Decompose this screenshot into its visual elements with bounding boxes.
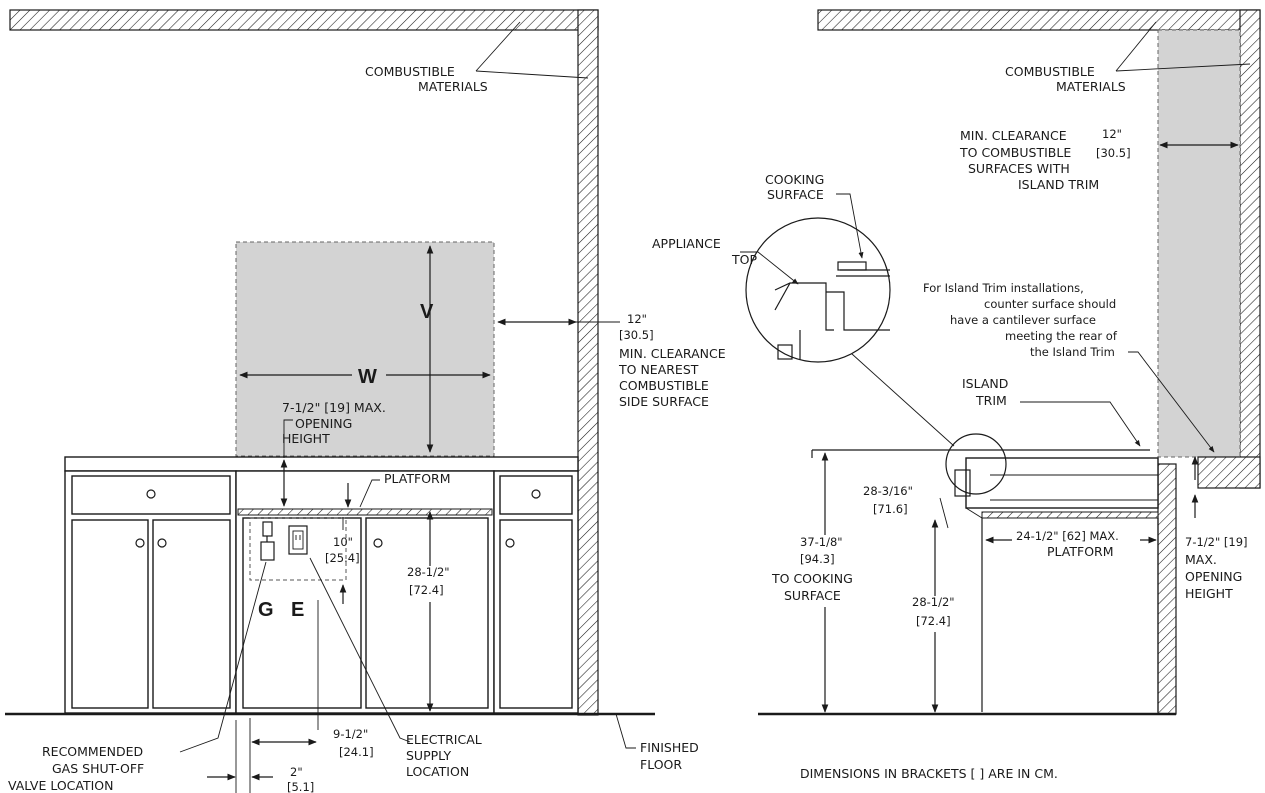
appliance-body	[965, 457, 1159, 509]
ceiling-wall	[9, 9, 599, 31]
side-clearance-line1: MIN. CLEARANCE	[619, 346, 726, 361]
appliance-top-line1: APPLIANCE	[652, 236, 721, 251]
combustible-materials-line2: MATERIALS	[418, 79, 488, 94]
right-twelve-cm: [30.5]	[1096, 146, 1131, 160]
side-view: COOKING SURFACE APPLIANCE TOP COMBUSTIBL…	[652, 9, 1261, 781]
right-clearance-line3: SURFACES WITH	[968, 161, 1070, 176]
right-combustible-line1: COMBUSTIBLE	[1005, 64, 1095, 79]
height-3718-label: 37-1/8"	[800, 535, 843, 549]
height-28316-cm: [71.6]	[873, 502, 908, 516]
island-note-line4: meeting the rear of	[1005, 329, 1118, 343]
island-trim-line1: ISLAND	[962, 376, 1008, 391]
side-clearance-inches: 12"	[627, 312, 647, 326]
side-clearance-cm: [30.5]	[619, 328, 654, 342]
platform-label: PLATFORM	[384, 471, 451, 486]
height-28-label: 28-1/2"	[407, 565, 450, 579]
right-clearance-line4: ISLAND TRIM	[1018, 177, 1099, 192]
right-height-28-cm: [72.4]	[916, 614, 951, 628]
nine-half-cm: [24.1]	[339, 745, 374, 759]
island-note-line1: For Island Trim installations,	[923, 281, 1084, 295]
height-3718-cm: [94.3]	[800, 552, 835, 566]
island-note-line2: counter surface should	[984, 297, 1116, 311]
island-note-line5: the Island Trim	[1030, 345, 1115, 359]
height-28316-label: 28-3/16"	[863, 484, 913, 498]
gas-valve-line1: RECOMMENDED	[42, 744, 143, 759]
dimensions-note: DIMENSIONS IN BRACKETS [ ] ARE IN CM.	[800, 766, 1058, 781]
side-wall	[577, 9, 599, 716]
finished-floor-line1: FINISHED	[640, 740, 699, 755]
ten-inch-label: 10"	[333, 535, 353, 549]
right-platform-shelf	[981, 511, 1159, 519]
combustible-materials-line1: COMBUSTIBLE	[365, 64, 455, 79]
right-twelve-inch: 12"	[1102, 127, 1122, 141]
right-opening-line4: HEIGHT	[1185, 586, 1233, 601]
v-label: V	[420, 301, 434, 323]
ten-inch-cm: [25.4]	[325, 551, 360, 565]
gas-valve-line2: GAS SHUT-OFF	[52, 761, 144, 776]
appliance-top-detail	[774, 261, 890, 360]
electrical-line3: LOCATION	[406, 764, 469, 779]
countertop	[64, 456, 579, 472]
right-height-28-label: 28-1/2"	[912, 595, 955, 609]
appliance-top-line2: TOP	[731, 252, 757, 267]
height-3718-line4: SURFACE	[784, 588, 841, 603]
opening-height-line2: OPENING	[295, 416, 352, 431]
right-opening-line3: OPENING	[1185, 569, 1242, 584]
w-label: W	[358, 366, 377, 388]
right-clearance-line2: TO COMBUSTIBLE	[959, 145, 1071, 160]
electrical-marker-e: E	[291, 599, 304, 621]
right-clearance-zone	[1157, 29, 1241, 458]
finished-floor-line2: FLOOR	[640, 757, 682, 772]
island-note-line3: have a cantilever surface	[950, 313, 1096, 327]
gas-marker-g: G	[258, 599, 274, 621]
platform-shelf	[237, 508, 493, 516]
right-clearance-line1: MIN. CLEARANCE	[960, 128, 1067, 143]
platform-depth-line2: PLATFORM	[1047, 544, 1114, 559]
right-cabinet-side	[1157, 463, 1177, 715]
island-trim-line2: TRIM	[975, 393, 1007, 408]
two-inch-label: 2"	[290, 765, 303, 779]
cooking-surface-line2: SURFACE	[767, 187, 824, 202]
nine-half-label: 9-1/2"	[333, 727, 368, 741]
clearance-zone	[235, 241, 495, 457]
two-inch-cm: [5.1]	[287, 780, 314, 793]
right-ceiling-wall	[817, 9, 1261, 31]
height-28-cm: [72.4]	[409, 583, 444, 597]
electrical-line2: SUPPLY	[406, 748, 451, 763]
right-opening-line1: 7-1/2" [19]	[1185, 535, 1248, 549]
electrical-line1: ELECTRICAL	[406, 732, 482, 747]
cooking-surface-line1: COOKING	[765, 172, 824, 187]
right-combustible-line2: MATERIALS	[1056, 79, 1126, 94]
side-clearance-line4: SIDE SURFACE	[619, 394, 709, 409]
trim-detail-circle	[945, 433, 1007, 495]
gas-valve-icon	[260, 521, 275, 561]
gas-valve-line3: VALVE LOCATION	[8, 778, 114, 793]
front-view: V W 12" [30.5] MIN. CLEARANCE TO NEAREST…	[5, 9, 726, 793]
height-3718-line3: TO COOKING	[771, 571, 853, 586]
opening-height-line1: 7-1/2" [19] MAX.	[282, 400, 386, 415]
side-clearance-line2: TO NEAREST	[618, 362, 699, 377]
magnified-detail-circle	[745, 217, 891, 363]
electrical-outlet-icon	[288, 525, 308, 555]
right-back-wall	[1239, 9, 1261, 489]
utility-zone	[249, 517, 347, 581]
platform-depth-label: 24-1/2" [62] MAX.	[1016, 529, 1119, 543]
opening-height-line3: HEIGHT	[282, 431, 330, 446]
side-clearance-line3: COMBUSTIBLE	[619, 378, 709, 393]
right-opening-line2: MAX.	[1185, 552, 1217, 567]
